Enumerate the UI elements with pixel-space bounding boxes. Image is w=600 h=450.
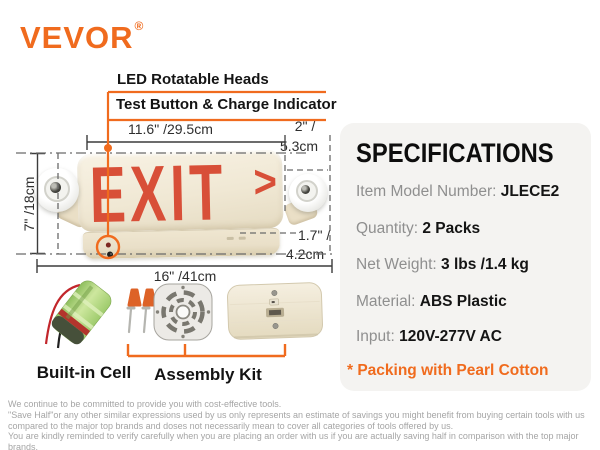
battery-pack-image bbox=[51, 280, 112, 345]
canopy-vent-slot bbox=[238, 236, 246, 240]
back-plate-image bbox=[226, 282, 324, 340]
spec-row-input: Input: 120V-277V AC bbox=[356, 328, 502, 345]
disclaimer-line: We continue to be committed to provide y… bbox=[8, 399, 282, 409]
led-head-right-bulb bbox=[301, 185, 310, 194]
spec-row-model: Item Model Number: JLECE2 bbox=[356, 183, 560, 200]
canopy-vent-slot bbox=[226, 236, 234, 241]
dimension-canopy-line2: 4.2cm bbox=[286, 246, 325, 262]
mounting-plate-image bbox=[153, 283, 213, 341]
registered-trademark-icon: ® bbox=[134, 19, 145, 33]
charge-indicator-led bbox=[105, 242, 111, 248]
accessories-image bbox=[44, 280, 324, 349]
specifications-panel bbox=[340, 123, 591, 391]
disclaimer-line: compared to the major top brands and dos… bbox=[8, 420, 454, 431]
vevor-logo-text: VEVOR bbox=[20, 20, 134, 55]
footer-disclaimer: We continue to be committed to provide y… bbox=[8, 399, 596, 450]
spec-note-packing: * Packing with Pearl Cotton bbox=[347, 362, 549, 379]
wire-nuts-image bbox=[127, 288, 157, 307]
built-in-cell-label: Built-in Cell bbox=[36, 363, 132, 382]
vevor-logo: VEVOR® bbox=[20, 19, 144, 56]
exit-sign: EXIT > bbox=[76, 147, 285, 260]
exit-sign-text: EXIT bbox=[88, 147, 228, 239]
callout-led-rotatable-heads: LED Rotatable Heads bbox=[117, 71, 269, 88]
dimension-sign-height: 7" /18cm bbox=[21, 176, 37, 232]
specifications-title: SPECIFICATIONS bbox=[356, 138, 554, 168]
assembly-kit-label: Assembly Kit bbox=[154, 365, 262, 384]
dimension-head-width-line1: 2" / bbox=[294, 118, 316, 134]
spec-row-material: Material: ABS Plastic bbox=[356, 293, 507, 310]
dimension-canopy-line1: 1.7" / bbox=[298, 227, 331, 243]
spec-row-net-weight: Net Weight: 3 lbs /1.4 kg bbox=[356, 256, 529, 273]
led-head-left-bulb bbox=[50, 182, 61, 193]
disclaimer-line: "Save Half"or any other similar expressi… bbox=[8, 409, 585, 420]
dimension-head-width-line2: 5.3cm bbox=[279, 138, 319, 154]
screws-image bbox=[126, 306, 151, 334]
spec-row-quantity: Quantity: 2 Packs bbox=[356, 220, 481, 237]
callout-test-button-charge-indicator: Test Button & Charge Indicator bbox=[116, 96, 337, 113]
dimension-sign-width: 11.6" /29.5cm bbox=[128, 121, 213, 137]
exit-arrow-icon: > bbox=[253, 156, 278, 208]
disclaimer-line: You are kindly reminded to verify carefu… bbox=[8, 431, 579, 450]
